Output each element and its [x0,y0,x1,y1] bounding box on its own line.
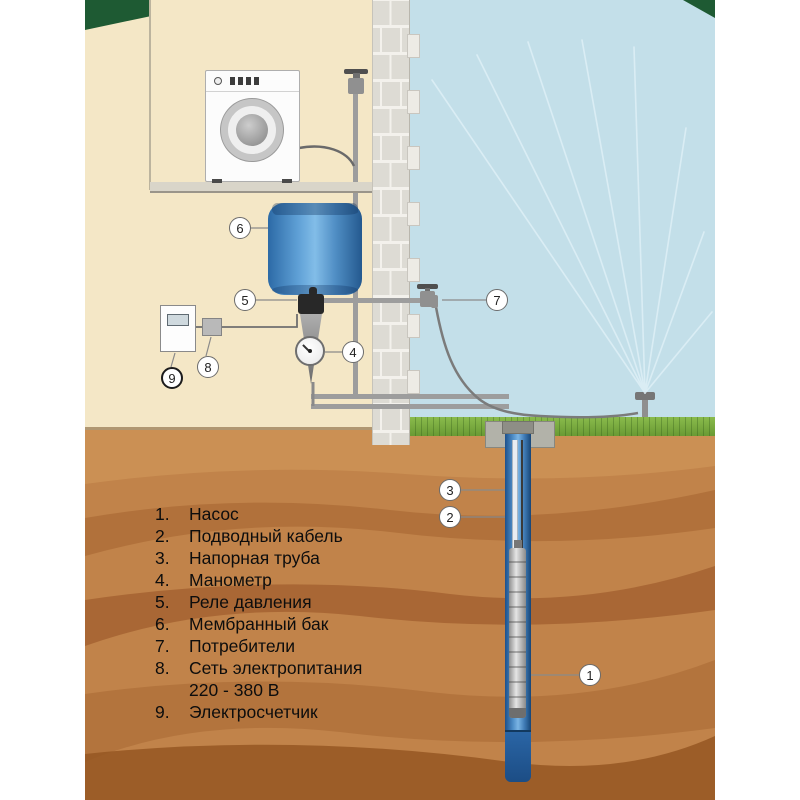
indoor-tap [348,78,364,94]
legend-item-8-line2: 220 - 380 В [189,680,280,700]
shelf [150,182,372,193]
legend-label: Потребители [189,636,295,656]
callout-9-number: 9 [168,370,176,386]
protruding-brick [407,34,420,58]
legend-number: 3. [155,548,170,568]
sprinkler-stem [642,399,648,417]
washer-button [246,77,251,85]
protruding-brick [407,90,420,114]
callout-1-number: 1 [586,667,594,683]
legend-item-8: 8. Сеть электропитания [155,657,435,679]
washer-knob [214,77,222,85]
legend: 1. Насос 2. Подводный кабель 3. Напорная… [155,503,435,723]
grass-strip [403,417,715,436]
callout-7: 7 [486,289,508,311]
manometer-hub [308,349,312,353]
well-water [505,730,531,782]
callout-2: 2 [439,506,461,528]
protruding-brick [407,258,420,282]
callout-9: 9 [161,367,183,389]
washer-button [238,77,243,85]
legend-item-1: 1. Насос [155,503,435,525]
legend-item-4: 4. Манометр [155,569,435,591]
callout-5-number: 5 [241,292,249,308]
indoor-tap-handle [344,69,368,74]
riser-pipe [512,440,518,550]
legend-label: Мембранный бак [189,614,329,634]
callout-8: 8 [197,356,219,378]
callout-2-number: 2 [446,509,454,525]
callout-4: 4 [342,341,364,363]
callout-1: 1 [579,664,601,686]
washer-panel-divider [206,91,299,93]
callout-7-number: 7 [493,292,501,308]
washing-machine [205,70,300,183]
floor-line [85,427,377,430]
legend-item-9: 9. Электросчетчик [155,701,435,723]
outdoor-tap-handle [417,284,438,289]
brick-pattern [373,0,409,445]
legend-number: 5. [155,592,170,612]
callout-8-number: 8 [204,359,212,375]
legend-label: Электросчетчик [189,702,318,722]
relay-nipple [309,287,317,296]
legend-number: 6. [155,614,170,634]
legend-number: 4. [155,570,170,590]
callout-6: 6 [229,217,251,239]
legend-label: Реле давления [189,592,312,612]
legend-item-3: 3. Напорная труба [155,547,435,569]
legend-item-6: 6. Мембранный бак [155,613,435,635]
legend-item-2: 2. Подводный кабель [155,525,435,547]
submersible-pump [509,548,526,718]
interior-wall-edge [149,0,151,190]
well-head-cap [502,421,534,434]
protruding-brick [407,370,420,394]
protruding-brick [407,202,420,226]
legend-label: Манометр [189,570,272,590]
legend-label: Напорная труба [189,548,320,568]
indoor-tap-stem [353,73,360,79]
submersible-cable [521,440,523,550]
outdoor-tap-stem [425,288,430,293]
legend-item-7: 7. Потребители [155,635,435,657]
washer-button [230,77,235,85]
well-water-supply-diagram: 1 2 3 4 5 6 7 8 9 1. Насос 2. Подводный … [85,0,715,800]
callout-3-number: 3 [446,482,454,498]
pump-head-stub [514,540,522,549]
washer-foot [282,179,292,183]
legend-number: 8. [155,658,170,678]
washer-foot [212,179,222,183]
legend-item-5: 5. Реле давления [155,591,435,613]
legend-label: Подводный кабель [189,526,343,546]
legend-number: 7. [155,636,170,656]
callout-6-number: 6 [236,220,244,236]
washer-button [254,77,259,85]
legend-label: Насос [189,504,239,524]
callout-4-number: 4 [349,344,357,360]
soil-cross-section [85,430,715,800]
brick-column [372,0,410,445]
membrane-tank [268,203,362,295]
sprinkler-head [635,392,655,400]
protruding-brick [407,146,420,170]
outdoor-tap-spout [431,295,438,308]
meter-display [167,314,189,326]
washer-door-glass [236,114,268,146]
callout-5: 5 [234,289,256,311]
soil-layers [85,430,715,800]
legend-label: Сеть электропитания [189,658,363,678]
pressure-relay [298,294,324,314]
well-casing [505,432,531,782]
legend-number: 2. [155,526,170,546]
callout-3: 3 [439,479,461,501]
sky [390,0,715,430]
legend-number: 9. [155,702,170,722]
electric-meter [160,305,196,352]
power-outlet [202,318,222,336]
legend-number: 1. [155,504,170,524]
manometer [295,336,325,366]
protruding-brick [407,314,420,338]
